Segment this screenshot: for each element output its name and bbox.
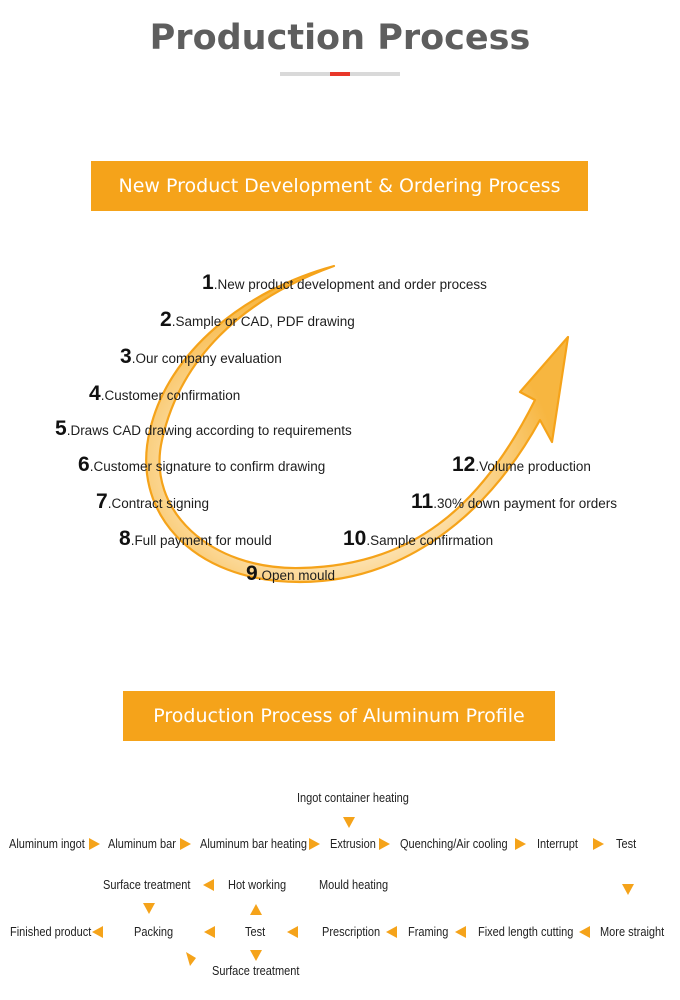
process-step-8: 8.Full payment for mould (119, 527, 272, 550)
node-prescription: Prescription (322, 925, 381, 939)
arrow-left-icon (386, 926, 397, 938)
node-ingot-container-heating: Ingot container heating (297, 791, 409, 805)
process-step-3: 3.Our company evaluation (120, 345, 282, 368)
node-test-top: Test (616, 837, 637, 851)
arrow-up-icon (250, 904, 262, 915)
arrow-left-icon (203, 879, 214, 891)
arrow-diagonal-icon (186, 952, 196, 966)
arrow-down-icon (622, 884, 634, 895)
node-quenching-air-cooling: Quenching/Air cooling (400, 837, 508, 851)
node-more-straight: More straight (600, 925, 665, 939)
development-process-banner: New Product Development & Ordering Proce… (91, 161, 588, 211)
process-step-5: 5.Draws CAD drawing according to require… (55, 417, 352, 440)
aluminum-process-banner: Production Process of Aluminum Profile (123, 691, 555, 741)
arrow-left-icon (579, 926, 590, 938)
arrow-left-icon (204, 926, 215, 938)
arrow-right-icon (593, 838, 604, 850)
page-title: Production Process (149, 18, 531, 58)
node-finished-product: Finished product (10, 925, 92, 939)
node-aluminum-bar: Aluminum bar (108, 837, 176, 851)
title-underline-accent (330, 72, 350, 76)
node-aluminum-ingot: Aluminum ingot (9, 837, 85, 851)
process-step-1: 1.New product development and order proc… (202, 271, 487, 294)
process-cycle-arrow (145, 264, 570, 584)
node-packing: Packing (134, 925, 174, 939)
arrow-left-icon (92, 926, 103, 938)
arrow-down-icon (143, 903, 155, 914)
node-interrupt: Interrupt (537, 837, 578, 851)
process-step-10: 10.Sample confirmation (343, 527, 494, 550)
arrow-right-icon (89, 838, 100, 850)
arrow-right-icon (515, 838, 526, 850)
arrow-down-icon (250, 950, 262, 961)
process-step-12: 12.Volume production (452, 453, 591, 476)
arrow-right-icon (309, 838, 320, 850)
process-step-11: 11.30% down payment for orders (411, 490, 618, 513)
node-framing: Framing (408, 925, 449, 939)
arrow-right-icon (379, 838, 390, 850)
node-hot-working: Hot working (228, 878, 287, 892)
node-fixed-length-cutting: Fixed length cutting (478, 925, 574, 939)
process-step-9: 9.Open mould (246, 562, 335, 585)
node-surface-treatment-bottom: Surface treatment (212, 964, 300, 978)
arrow-left-icon (287, 926, 298, 938)
node-test-bottom: Test (245, 925, 266, 939)
node-extrusion: Extrusion (330, 837, 376, 851)
process-step-4: 4.Customer confirmation (89, 382, 241, 405)
arrow-down-icon (343, 817, 355, 828)
node-surface-treatment-top: Surface treatment (103, 878, 191, 892)
process-step-7: 7.Contract signing (96, 490, 209, 513)
node-aluminum-bar-heating: Aluminum bar heating (200, 837, 308, 851)
arrow-right-icon (180, 838, 191, 850)
process-step-6: 6.Customer signature to confirm drawing (78, 453, 326, 476)
node-mould-heating: Mould heating (319, 878, 389, 892)
process-step-2: 2.Sample or CAD, PDF drawing (160, 308, 355, 331)
arrow-left-icon (455, 926, 466, 938)
